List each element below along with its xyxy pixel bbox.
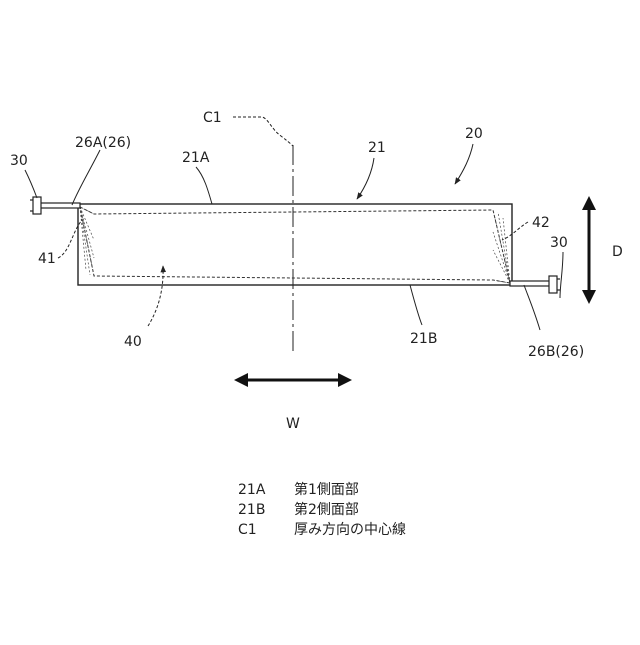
label-30-right: 30: [550, 235, 568, 251]
direction-w-arrow: [234, 373, 352, 387]
legend-code-2: 21B: [238, 502, 265, 518]
plate-body: [78, 204, 512, 285]
leader-21a: [196, 167, 212, 204]
leader-26b: [524, 285, 540, 330]
label-26a: 26A(26): [75, 135, 131, 151]
label-c1: C1: [203, 110, 222, 126]
terminal-26a: [30, 197, 80, 214]
legend: 21A 第1側面部 21B 第2側面部 C1 厚み方向の中心線: [238, 481, 406, 538]
leader-21: [357, 158, 374, 199]
terminal-26b: [510, 276, 560, 293]
label-30-left: 30: [10, 153, 28, 169]
leader-21b: [410, 285, 422, 325]
legend-desc-3: 厚み方向の中心線: [294, 522, 406, 538]
leader-30-right: [560, 252, 563, 298]
leader-20: [455, 144, 473, 184]
legend-desc-2: 第2側面部: [294, 501, 359, 518]
label-w: W: [286, 416, 300, 432]
label-d: D: [612, 244, 623, 260]
label-21: 21: [368, 140, 386, 156]
label-21a: 21A: [182, 150, 210, 166]
leader-42: [502, 222, 528, 240]
label-21b: 21B: [410, 331, 437, 347]
leader-40: [148, 266, 163, 326]
leader-26a: [72, 150, 100, 205]
direction-d-arrow: [582, 196, 596, 304]
inner-region-40: [80, 207, 510, 283]
label-26b: 26B(26): [528, 344, 584, 360]
leader-c1: [233, 117, 293, 146]
label-42: 42: [532, 215, 550, 231]
legend-code-3: C1: [238, 522, 257, 538]
label-41: 41: [38, 251, 56, 267]
legend-desc-1: 第1側面部: [294, 481, 359, 498]
label-20: 20: [465, 126, 483, 142]
label-40: 40: [124, 334, 142, 350]
legend-code-1: 21A: [238, 482, 266, 498]
leader-30-left: [25, 170, 37, 198]
